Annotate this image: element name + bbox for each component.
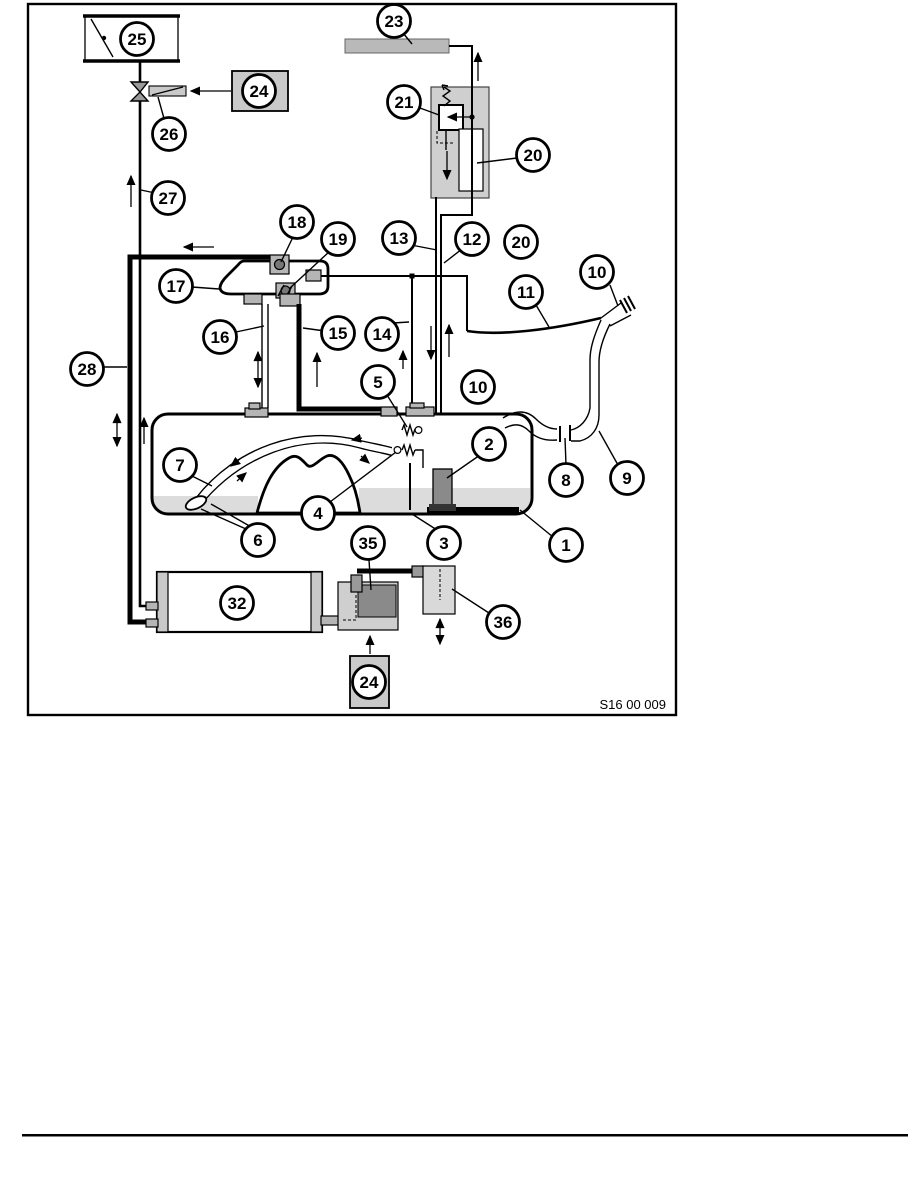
callout-4: 4 xyxy=(300,495,336,531)
callout-7: 7 xyxy=(162,447,198,483)
vent-pipe-28 xyxy=(127,254,271,625)
diagram-border xyxy=(26,2,678,717)
fuel-rail-23 xyxy=(344,38,450,54)
svg-text:17: 17 xyxy=(167,277,186,296)
fuel-feed-line-12 xyxy=(440,45,473,470)
svg-text:15: 15 xyxy=(329,324,348,343)
callout-28: 28 xyxy=(69,351,105,387)
svg-text:10: 10 xyxy=(469,378,488,397)
check-valve-4 xyxy=(392,442,424,468)
callout-6: 6 xyxy=(240,522,276,558)
svg-text:1: 1 xyxy=(561,536,570,555)
filler-neck-10 xyxy=(600,295,636,327)
svg-text:10: 10 xyxy=(588,263,607,282)
svg-text:25: 25 xyxy=(128,30,147,49)
callout-18: 18 xyxy=(279,204,315,240)
svg-text:26: 26 xyxy=(160,125,179,144)
footer-rule xyxy=(22,1134,908,1137)
svg-text:5: 5 xyxy=(373,373,382,392)
shutoff-valve-26 xyxy=(129,81,187,102)
callout-3: 3 xyxy=(426,525,462,561)
purge-valve-35 xyxy=(337,574,399,631)
svg-text:19: 19 xyxy=(329,230,348,249)
vent-hose-11 xyxy=(466,316,602,335)
svg-text:13: 13 xyxy=(390,229,409,248)
filler-pipe-9 xyxy=(502,319,611,442)
svg-text:2: 2 xyxy=(484,435,493,454)
flow-arrows xyxy=(112,51,483,654)
expansion-tank-17 xyxy=(218,254,330,307)
svg-text:12: 12 xyxy=(463,230,482,249)
callout-21: 21 xyxy=(386,84,422,120)
svg-text:20: 20 xyxy=(524,146,543,165)
svg-text:14: 14 xyxy=(373,325,392,344)
svg-text:35: 35 xyxy=(359,534,378,553)
svg-text:28: 28 xyxy=(78,360,97,379)
callout-9: 9 xyxy=(609,460,645,496)
vent-pipe-16 xyxy=(261,304,269,408)
callout-5: 5 xyxy=(360,364,396,400)
callout-24: 24 xyxy=(351,664,387,700)
svg-text:20: 20 xyxy=(512,233,531,252)
svg-text:23: 23 xyxy=(385,12,404,31)
vent-line-junction xyxy=(321,275,468,331)
callout-35: 35 xyxy=(350,525,386,561)
switch-box-25 xyxy=(83,14,180,63)
svg-text:7: 7 xyxy=(175,456,184,475)
callout-27: 27 xyxy=(150,180,186,216)
svg-text:32: 32 xyxy=(228,594,247,613)
callout-20: 20 xyxy=(515,137,551,173)
svg-text:21: 21 xyxy=(395,93,414,112)
svg-text:16: 16 xyxy=(211,328,230,347)
callout-15: 15 xyxy=(320,315,356,351)
svg-text:27: 27 xyxy=(159,189,178,208)
fuel-pump-2 xyxy=(432,468,453,508)
vent-pipe-15 xyxy=(296,304,385,412)
check-valve-5 xyxy=(400,422,423,438)
callout-12: 12 xyxy=(454,221,490,257)
callout-25: 25 xyxy=(119,21,155,57)
svg-text:36: 36 xyxy=(494,613,513,632)
callout-17: 17 xyxy=(158,268,194,304)
fuel-tank-1 xyxy=(150,402,534,516)
callout-11: 11 xyxy=(508,274,544,310)
callout-24: 24 xyxy=(241,73,277,109)
callout-14: 14 xyxy=(364,316,400,352)
fuel-level-left xyxy=(153,496,258,514)
svg-text:24: 24 xyxy=(360,673,379,692)
callout-10: 10 xyxy=(460,369,496,405)
callout-10: 10 xyxy=(579,254,615,290)
callout-2: 2 xyxy=(471,426,507,462)
callout-36: 36 xyxy=(485,604,521,640)
svg-text:24: 24 xyxy=(250,82,269,101)
svg-text:3: 3 xyxy=(439,534,448,553)
callout-13: 13 xyxy=(381,220,417,256)
callout-16: 16 xyxy=(202,319,238,355)
callout-1: 1 xyxy=(548,527,584,563)
svg-text:8: 8 xyxy=(561,471,570,490)
svg-text:6: 6 xyxy=(253,531,262,550)
callout-19: 19 xyxy=(320,221,356,257)
vent-pipe-27 xyxy=(138,101,147,608)
pressure-regulator-20 xyxy=(430,84,490,199)
callout-32: 32 xyxy=(219,585,255,621)
spring-symbol xyxy=(441,86,452,107)
callout-26: 26 xyxy=(151,116,187,152)
suction-jet-pump-6 xyxy=(184,495,208,511)
figure-code: S16 00 009 xyxy=(599,697,666,712)
coupling-8 xyxy=(559,425,571,442)
callout-20: 20 xyxy=(503,224,539,260)
component-36 xyxy=(411,565,456,615)
svg-text:11: 11 xyxy=(517,283,535,302)
callout-8: 8 xyxy=(548,462,584,498)
callout-23: 23 xyxy=(376,3,412,39)
svg-text:9: 9 xyxy=(622,469,631,488)
svg-text:4: 4 xyxy=(313,504,323,523)
svg-text:18: 18 xyxy=(288,213,307,232)
